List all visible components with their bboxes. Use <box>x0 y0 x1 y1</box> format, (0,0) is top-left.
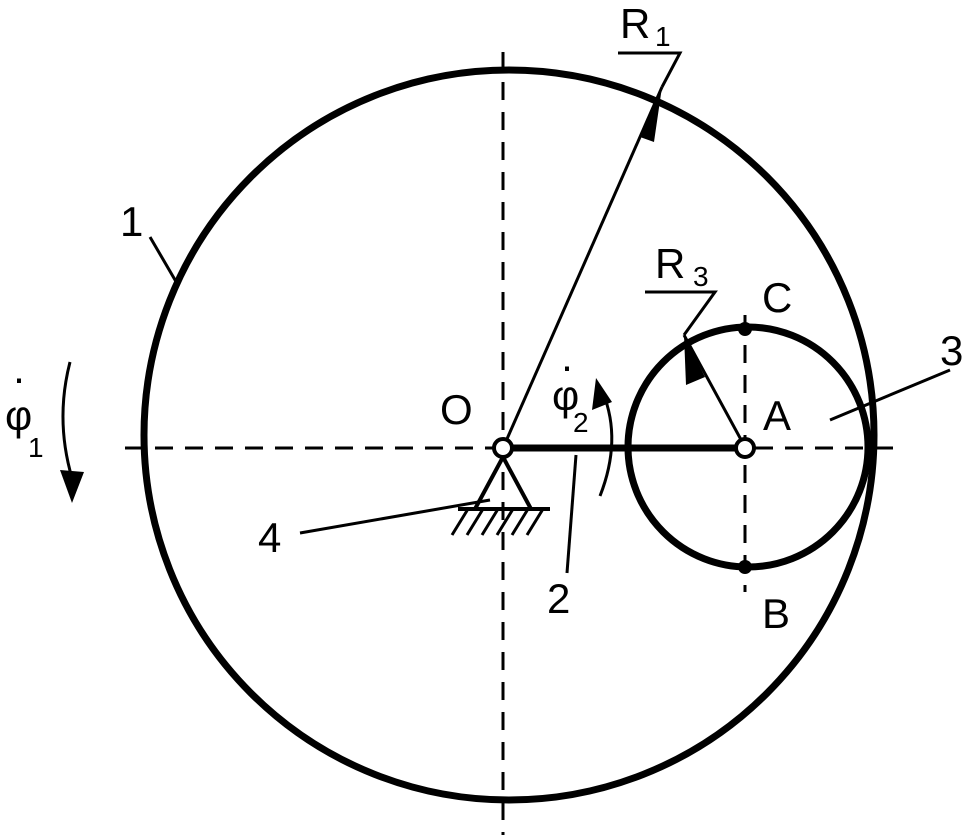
label-R3-sub: 3 <box>693 261 709 292</box>
leader-part-4 <box>299 498 491 535</box>
label-phi2-dot: · <box>560 342 574 389</box>
R3-leader <box>645 290 718 336</box>
label-R1: R <box>620 0 650 47</box>
phi1-rotation-arrow <box>61 361 74 479</box>
label-B: B <box>762 590 790 637</box>
radius-R3-line <box>682 334 747 448</box>
label-part-3: 3 <box>940 327 963 374</box>
label-part-4: 4 <box>258 514 281 561</box>
label-A: A <box>763 392 791 439</box>
label-phi1: φ <box>5 392 32 439</box>
leader-part-2 <box>565 454 578 574</box>
radius-R3-arrowhead <box>684 335 705 385</box>
label-phi1-dot: · <box>12 354 26 401</box>
label-part-1: 1 <box>120 198 143 245</box>
fixed-support-4 <box>450 456 550 536</box>
label-part-2: 2 <box>547 575 570 622</box>
leader-part-3 <box>829 368 951 422</box>
wheel-1 <box>140 66 878 804</box>
label-phi1-sub: 1 <box>28 432 44 463</box>
radius-R1-arrowhead <box>640 87 662 142</box>
point-C <box>738 322 752 336</box>
pivot-O <box>492 437 514 459</box>
label-C: C <box>762 274 792 321</box>
phi2-arrowhead <box>592 378 612 410</box>
pivot-A <box>734 437 756 459</box>
label-R1-sub: 1 <box>655 21 671 52</box>
point-B <box>738 560 752 574</box>
leader-part-1 <box>148 236 180 286</box>
label-R3: R <box>655 240 685 287</box>
phi1-arrowhead <box>60 470 84 503</box>
label-phi2: φ <box>552 372 579 419</box>
R1-leader <box>618 51 683 88</box>
label-O: O <box>440 386 473 433</box>
radius-R1-line <box>501 86 664 449</box>
label-phi2-sub: 2 <box>573 407 589 438</box>
